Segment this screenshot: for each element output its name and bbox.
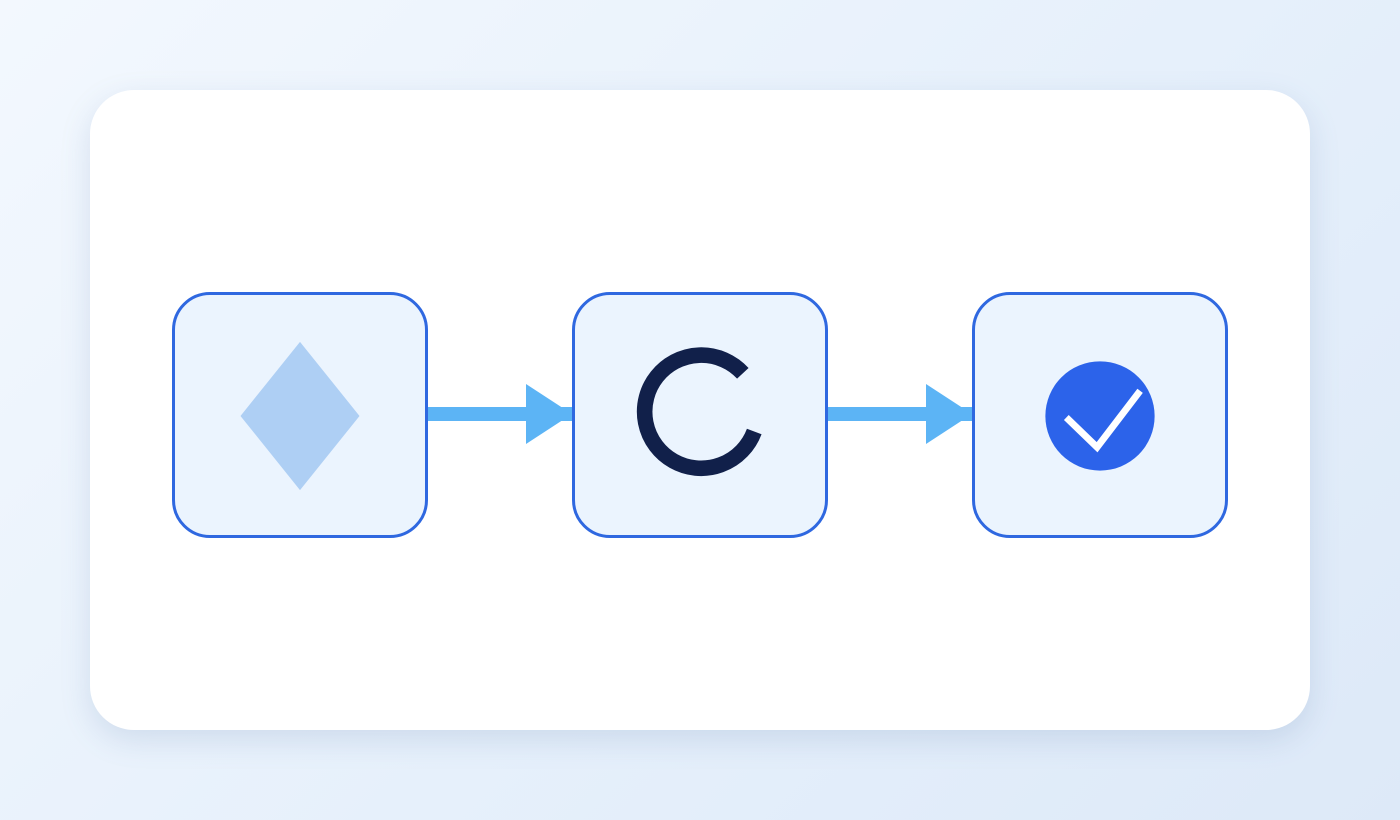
diagram-card: [90, 90, 1310, 730]
arrow-right-icon: [428, 384, 572, 444]
arrow-right-icon: [828, 384, 972, 444]
diamond-icon: [240, 341, 360, 491]
ring-icon: [636, 347, 762, 477]
arrow-start-to-process: [428, 376, 572, 452]
process-node: [572, 292, 828, 538]
start-node: [172, 292, 428, 538]
done-node: [972, 292, 1228, 538]
check-circle-icon: [1045, 361, 1155, 471]
arrow-process-to-done: [828, 376, 972, 452]
